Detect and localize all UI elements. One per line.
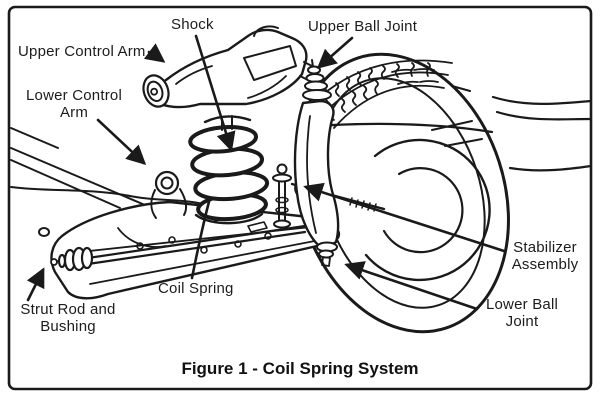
leader-lower-control-arm (96, 118, 147, 165)
steering-knuckle-drawing (293, 99, 340, 267)
leader-stabilizer-assembly (303, 182, 506, 253)
leader-shock (194, 34, 236, 152)
figure-border (7, 5, 593, 391)
label-coil-spring: Coil Spring (158, 280, 234, 297)
label-stabilizer-assembly: Stabilizer Assembly (511, 239, 579, 273)
leader-upper-ball-joint (316, 36, 354, 69)
label-lower-ball-joint: Lower Ball Joint (485, 296, 559, 330)
control-arm-bushing-drawing (142, 74, 170, 108)
label-upper-ball-joint: Upper Ball Joint (308, 18, 418, 35)
label-upper-control-arm: Upper Control Arm (18, 43, 146, 60)
leader-lines (26, 34, 506, 311)
label-lower-control-arm: Lower Control Arm (26, 87, 122, 121)
label-shock: Shock (171, 16, 214, 33)
leader-lower-ball-joint (344, 261, 479, 311)
upper-control-arm-drawing (142, 25, 332, 109)
lower-ball-joint-drawing (316, 241, 338, 267)
figure-caption: Figure 1 - Coil Spring System (181, 359, 419, 378)
leader-upper-control-arm (143, 43, 166, 63)
coil-spring-drawing (188, 125, 270, 222)
leader-strut-rod (26, 267, 45, 302)
label-strut-rod-bushing: Strut Rod and Bushing (20, 301, 116, 335)
upper-ball-joint-drawing (302, 59, 332, 101)
strut-rod-drawing (50, 224, 307, 272)
leader-coil-spring (190, 196, 212, 280)
